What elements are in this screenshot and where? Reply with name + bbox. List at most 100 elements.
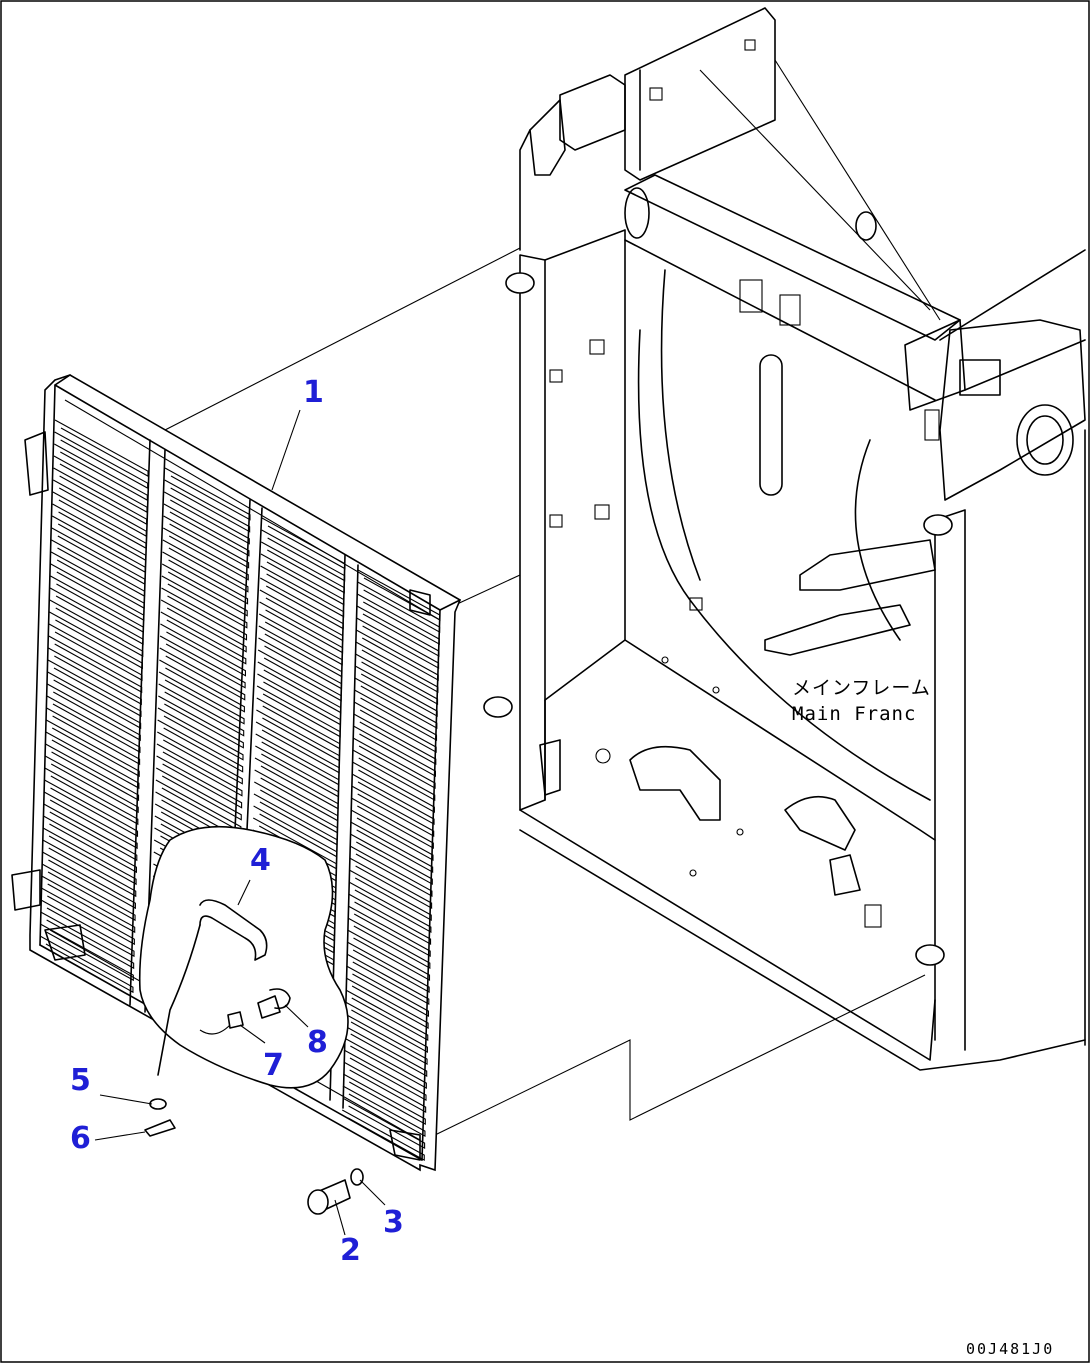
louver-slat (356, 617, 440, 670)
louver-slat (357, 569, 441, 622)
louver-slat (256, 709, 340, 762)
callout-4: 4 (250, 843, 271, 878)
louver-slat (350, 821, 434, 874)
louver-slat (160, 611, 247, 665)
louver-slat (341, 1109, 425, 1162)
louver-slat (256, 697, 341, 750)
main-frame-label-jp: メインフレーム (792, 677, 931, 699)
louver-slat (348, 893, 432, 946)
louver-slat (159, 647, 246, 701)
louver-slat (47, 659, 142, 718)
louver-slat (347, 917, 431, 970)
louver-slat (352, 749, 436, 802)
louver-slat (258, 625, 343, 678)
louver-slat (258, 637, 343, 690)
louver-slat (162, 539, 249, 593)
louver-slat (350, 833, 433, 886)
louver-slat (164, 467, 251, 521)
louver-slat (352, 737, 436, 790)
louver-slat (255, 721, 340, 774)
drawing-number: 00J481J0 (966, 1340, 1054, 1358)
louver-slat (40, 899, 135, 958)
louver-slat (44, 779, 139, 838)
louver-slat (157, 707, 244, 761)
louver-slat (48, 623, 143, 682)
louver-slat (160, 599, 247, 653)
louver-slat (352, 761, 435, 814)
callout-3: 3 (383, 1205, 404, 1240)
louver-slat (161, 563, 248, 617)
louver-slat (43, 791, 138, 850)
louver-slat (51, 527, 146, 586)
louver-slat (257, 649, 342, 702)
louver-slat (355, 629, 439, 682)
louver-slat (51, 515, 146, 574)
louver-slat (48, 647, 142, 706)
louver-slat (253, 793, 338, 846)
louver-slat (158, 683, 245, 737)
louver-slat (157, 731, 243, 785)
louver-slat (345, 989, 429, 1042)
radiator-guide-lines (164, 247, 926, 1136)
louver-slat (46, 707, 141, 766)
louver-slat (46, 695, 141, 754)
louver-slat (50, 551, 145, 610)
louver-slat (49, 599, 144, 658)
louver-slat (163, 515, 250, 569)
louver-slat (52, 503, 147, 562)
louver-slat (259, 589, 344, 642)
callout-7: 7 (263, 1048, 284, 1083)
louver-slat (253, 805, 338, 858)
louver-slat (351, 773, 435, 826)
louver-slat (261, 541, 345, 594)
louver-slat (259, 601, 344, 654)
louver-slat (346, 941, 430, 994)
louver-slat (256, 685, 341, 738)
main-frame (483, 7, 1086, 1071)
main-frame-label-en: Main Franc (792, 703, 916, 725)
louver-slat (343, 1061, 427, 1114)
callout-6: 6 (70, 1121, 91, 1156)
radiator-guard (11, 374, 462, 1215)
louver-slat (40, 911, 135, 970)
louver-slat (357, 581, 441, 634)
louver-slat (49, 587, 144, 646)
louver-slat (354, 665, 438, 718)
louver-slat (155, 767, 242, 821)
louver-slat (43, 815, 137, 874)
louver-slat (355, 641, 439, 694)
louver-slat (54, 419, 149, 478)
louver-slat (254, 781, 338, 834)
louver-slat (347, 905, 431, 958)
louver-slat (45, 743, 140, 802)
callout-1: 1 (303, 375, 324, 410)
louver-slat (259, 577, 344, 630)
callout-8: 8 (307, 1025, 328, 1060)
louver-slat (50, 575, 144, 634)
louver-slat (52, 491, 147, 550)
louver-slat (344, 1037, 427, 1090)
louver-slat (349, 857, 433, 910)
louver-slat (156, 743, 243, 797)
louver-slat (258, 613, 343, 666)
louver-slat (164, 479, 251, 533)
louver-slat (54, 431, 149, 490)
louver-slat (344, 1025, 428, 1078)
louver-slat (158, 671, 245, 725)
louver-slat (261, 529, 346, 582)
louver-slat (342, 1085, 426, 1138)
callout-2: 2 (340, 1233, 361, 1268)
louver-slat (356, 605, 440, 658)
louver-slat (47, 671, 142, 730)
louver-slat (53, 467, 148, 526)
louver-slat (260, 553, 345, 606)
louver-slat (346, 965, 429, 1018)
louver-slat (43, 803, 138, 862)
leader-lines (94, 409, 386, 1236)
louver-slat (164, 491, 250, 545)
louver-slat (44, 767, 139, 826)
louver-slat (48, 635, 143, 694)
louver-slat (357, 593, 440, 646)
